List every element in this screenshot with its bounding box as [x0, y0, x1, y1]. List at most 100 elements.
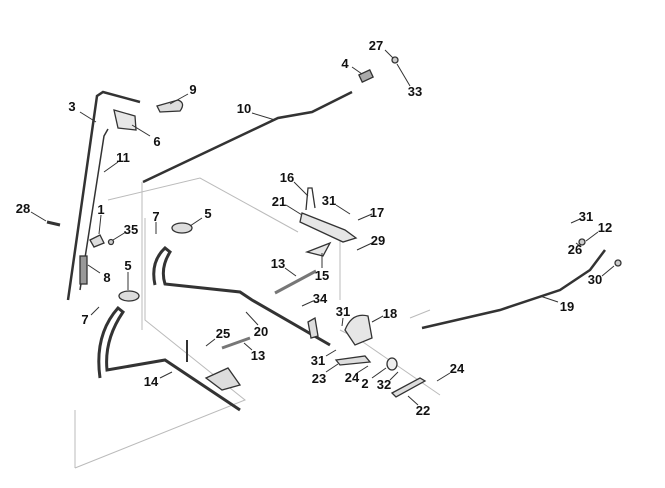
- leader-line: [436, 372, 451, 382]
- leader-line: [87, 264, 101, 274]
- callout-15: 15: [315, 268, 329, 283]
- rod-part-10: [142, 90, 353, 184]
- leader-line: [98, 214, 102, 235]
- callout-9: 9: [189, 82, 196, 97]
- leader-line: [575, 242, 581, 247]
- callout-8: 8: [103, 270, 110, 285]
- pedal-arm-part-14: [97, 305, 241, 412]
- lever-part-22: [390, 377, 427, 398]
- tab-part-34: [307, 316, 319, 339]
- leader-line: [601, 265, 615, 277]
- leader-line: [356, 242, 373, 251]
- callout-7: 7: [81, 312, 88, 327]
- spring-part-8: [79, 255, 88, 285]
- nut-part-35: [107, 238, 115, 246]
- leader-line: [335, 204, 351, 215]
- callout-29: 29: [371, 233, 385, 248]
- parts: [46, 56, 622, 412]
- callout-4: 4: [341, 56, 349, 71]
- knob-part-9: [156, 99, 184, 113]
- leader-line: [30, 211, 47, 222]
- leader-line: [90, 306, 100, 316]
- leader-line: [325, 363, 339, 373]
- leader-line: [371, 367, 387, 379]
- leader-line: [293, 181, 309, 197]
- clip-part-16: [305, 187, 316, 211]
- nut-part-27: [391, 56, 399, 64]
- callout-35: 35: [124, 222, 138, 237]
- callout-5: 5: [124, 258, 131, 273]
- pad-part-5b: [118, 290, 140, 302]
- leader-line: [396, 63, 411, 87]
- bushing-part-2: [386, 357, 398, 371]
- leader-line: [389, 371, 399, 381]
- callout-21: 21: [272, 194, 286, 209]
- callout-30: 30: [588, 272, 602, 287]
- callout-27: 27: [369, 38, 383, 53]
- pedal-arm-part-20: [152, 246, 331, 347]
- callout-19: 19: [560, 299, 574, 314]
- bracket-part-14b: [204, 367, 242, 391]
- nut-part-30: [614, 259, 622, 267]
- rod-part-19: [421, 249, 606, 330]
- callout-20: 20: [254, 324, 268, 339]
- callout-1: 1: [97, 202, 104, 217]
- lever-part-3: [66, 90, 141, 301]
- fitting-part-12: [578, 238, 586, 246]
- callout-33: 33: [408, 84, 422, 99]
- callout-16: 16: [280, 170, 294, 185]
- leader-line: [131, 124, 151, 137]
- leader-line: [245, 311, 259, 326]
- callout-31: 31: [322, 193, 336, 208]
- plate-part-15: [304, 241, 332, 257]
- callout-26: 26: [568, 242, 582, 257]
- callout-18: 18: [383, 306, 397, 321]
- bracket-part-18: [344, 314, 373, 346]
- cover-part-6: [113, 109, 137, 131]
- spring-part-13: [274, 269, 317, 295]
- leader-line: [325, 349, 337, 357]
- leader-line: [351, 66, 363, 75]
- callout-2: 2: [361, 376, 368, 391]
- leader-line: [79, 111, 97, 123]
- leader-line: [189, 217, 203, 227]
- bracket-part-1: [89, 234, 105, 248]
- callout-24: 24: [450, 361, 465, 376]
- callout-31: 31: [336, 304, 350, 319]
- leader-line: [356, 365, 369, 374]
- callout-28: 28: [16, 201, 30, 216]
- leader-line: [357, 213, 373, 221]
- leader-line: [284, 267, 297, 277]
- callout-7: 7: [152, 209, 159, 224]
- leader-line: [159, 371, 173, 379]
- callout-34: 34: [313, 291, 328, 306]
- leader-line: [371, 315, 384, 323]
- bolt-part-28: [46, 220, 61, 227]
- callout-6: 6: [153, 134, 160, 149]
- callout-25: 25: [216, 326, 230, 341]
- leader-lines: [30, 49, 615, 406]
- leader-line: [103, 161, 119, 173]
- leader-line: [205, 338, 216, 347]
- callout-23: 23: [312, 371, 326, 386]
- callout-3: 3: [68, 99, 75, 114]
- callout-13: 13: [271, 256, 285, 271]
- callout-14: 14: [144, 374, 159, 389]
- callout-32: 32: [377, 377, 391, 392]
- callout-17: 17: [370, 205, 384, 220]
- callout-24: 24: [345, 370, 360, 385]
- callout-11: 11: [116, 150, 130, 165]
- callout-5: 5: [204, 206, 211, 221]
- leader-line: [251, 112, 276, 121]
- callout-13: 13: [251, 348, 265, 363]
- callout-22: 22: [416, 403, 430, 418]
- leader-line: [301, 300, 314, 307]
- leader-line: [539, 295, 559, 303]
- leader-line: [585, 231, 599, 242]
- leader-line: [407, 395, 419, 406]
- leader-line: [112, 231, 127, 241]
- spring-part-13b: [221, 336, 251, 350]
